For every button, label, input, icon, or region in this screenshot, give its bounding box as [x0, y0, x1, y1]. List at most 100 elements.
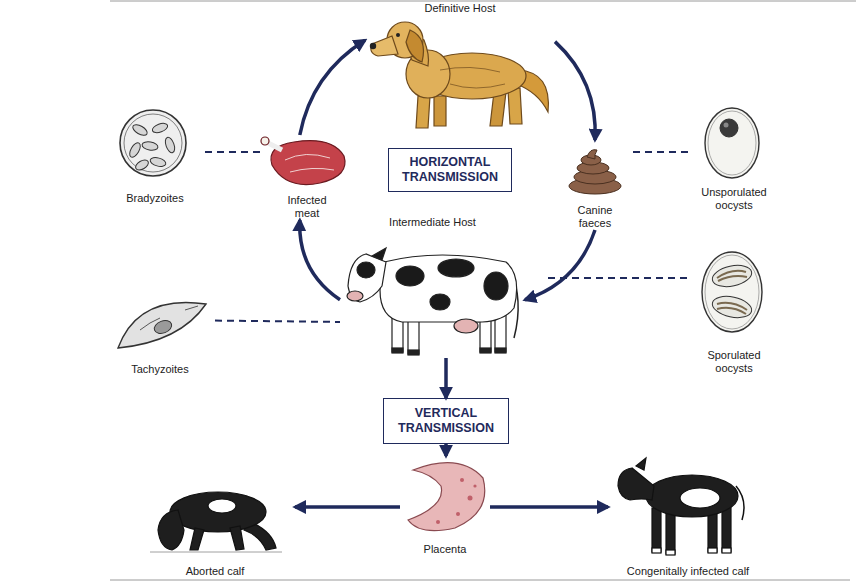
sporulated-oocyst-part [717, 271, 747, 281]
bradyzoite-cyst-part [124, 114, 182, 172]
flow-arrow [300, 220, 340, 300]
unsporulated-oocyst-part [708, 111, 756, 175]
source-illustration: Infected meat [262, 135, 352, 220]
dashed-link [205, 151, 262, 153]
bradyzoite-cyst [120, 110, 186, 176]
sporulated-oocyst-part [717, 303, 747, 314]
caption-label: Canine faeces [567, 204, 623, 230]
tachyzoite-part [152, 318, 173, 335]
meat-illustration-part [271, 141, 345, 185]
dog-illustration-part [370, 43, 376, 49]
unsporulated-oocyst-part [724, 123, 729, 128]
bradyzoite-cyst-part [151, 122, 169, 135]
dog-illustration-part [434, 96, 446, 126]
congenital-calf-part [636, 458, 646, 470]
flow-arrow [444, 444, 448, 456]
congenital-calf-part [666, 550, 675, 555]
congenital-calf-part [722, 548, 731, 553]
congenital-calf-part [708, 548, 717, 553]
sporulated-oocyst [702, 252, 762, 332]
parasite-stage: Sporulated oocysts [688, 245, 780, 375]
congenital-calf-part [646, 475, 738, 517]
tachyzoite-part [140, 306, 198, 330]
cow-illustration-part [392, 348, 403, 353]
cow-illustration-part [454, 319, 478, 333]
sporulated-oocyst-part [710, 262, 753, 290]
cow-illustration [347, 248, 518, 355]
flow-arrow [300, 40, 365, 135]
parasite-stage: Unsporulated oocysts [688, 100, 780, 212]
placenta-illustration-part [456, 512, 460, 516]
congenital-calf [618, 458, 744, 555]
flow-arrow [555, 42, 595, 140]
frame-line [110, 1, 856, 580]
dog-illustration-part [440, 67, 500, 72]
frame-line-part [110, 1, 856, 2]
meat-illustration [261, 137, 345, 185]
congenital-calf-part [652, 508, 661, 552]
flow-arrow [444, 358, 448, 398]
aborted-calf-part [158, 510, 184, 550]
box-label: VERTICAL TRANSMISSION [384, 406, 508, 436]
organ-illustration: Placenta [400, 456, 490, 556]
outcome-illustration: Congenitally infected calf [608, 448, 768, 578]
bradyzoite-cyst-part [128, 141, 143, 159]
cow-illustration-part [484, 272, 508, 300]
placenta-illustration-part [468, 496, 473, 501]
cow-illustration-part [408, 350, 419, 355]
caption-label: Intermediate Host [340, 216, 525, 229]
bradyzoite-cyst-part [120, 110, 186, 176]
dog-illustration-part [406, 30, 424, 62]
unsporulated-oocyst-part [705, 108, 759, 178]
caption-label: Infected meat [277, 194, 337, 220]
flow-arrow [525, 230, 595, 300]
aborted-calf [150, 492, 282, 552]
sporulated-leader-line [548, 278, 688, 279]
dog-illustration-part [416, 96, 430, 128]
cow-illustration-part [495, 348, 506, 353]
aborted-calf-part [208, 499, 236, 513]
dog-illustration-part [450, 84, 505, 88]
transmission-box: VERTICAL TRANSMISSION [383, 398, 509, 444]
cow-illustration-part [480, 348, 491, 353]
cow-illustration-part [347, 291, 363, 301]
placenta-illustration-part [436, 520, 440, 524]
flow-arrow [295, 505, 400, 509]
source-illustration: Canine faeces [557, 140, 633, 230]
cow-illustration-part [372, 248, 386, 260]
cow-illustration-part [357, 262, 375, 278]
cow-illustration-part [430, 294, 450, 310]
faeces-illustration [569, 150, 621, 194]
faeces-illustration-part [587, 150, 597, 159]
placenta-illustration-part [460, 478, 464, 482]
dashed-link [633, 151, 688, 153]
congenital-calf-part [680, 488, 720, 508]
tachyzoite-part [118, 302, 206, 348]
transmission-box: HORIZONTAL TRANSMISSION [388, 148, 512, 192]
outcome-illustration: Aborted calf [135, 462, 295, 578]
congenital-calf-part [652, 548, 661, 553]
caption-label: Unsporulated oocysts [694, 186, 774, 212]
unsporulated-oocyst [705, 108, 759, 178]
dog-illustration [370, 22, 549, 128]
aborted-calf-part [190, 528, 204, 550]
bradyzoite-cyst-part [141, 141, 158, 152]
meat-illustration-part [285, 154, 334, 172]
tachyzoite [118, 302, 206, 348]
bradyzoite-cyst-part [164, 136, 177, 154]
meat-illustration-part [261, 137, 269, 145]
host-illustration: Definitive Host [365, 2, 555, 134]
parasite-stage: Bradyzoites [105, 100, 205, 205]
sporulated-leader-line-part [548, 277, 688, 279]
placenta-illustration-part [473, 484, 476, 487]
caption-label: Aborted calf [135, 565, 295, 578]
box-label: HORIZONTAL TRANSMISSION [389, 155, 511, 185]
bradyzoite-cyst-part [131, 123, 149, 138]
caption-label: Placenta [400, 543, 490, 556]
parasite-stage: Tachyzoites [105, 290, 215, 376]
cow-illustration-part [348, 254, 386, 302]
aborted-calf-part [230, 526, 244, 550]
